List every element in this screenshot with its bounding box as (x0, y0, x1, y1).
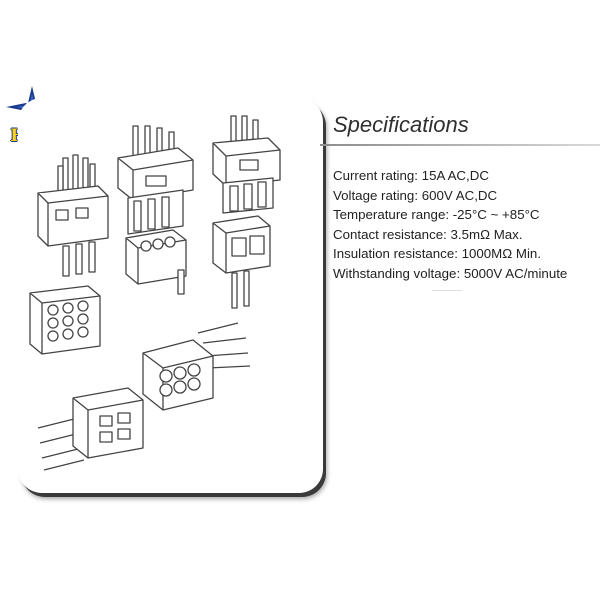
wired-receptacle-lower-right (142, 322, 251, 411)
spec-contact-resistance: Contact resistance: 3.5mΩ Max. (333, 226, 523, 242)
connector-illustration (29, 115, 281, 471)
plug-connector-top-right (212, 115, 281, 214)
spec-current-rating: Current rating: 15A AC,DC (333, 168, 489, 183)
title-divider (320, 144, 600, 146)
receptacle-connector-center (125, 229, 187, 295)
spec-temperature-range: Temperature range: -25°C ~ +85°C (333, 207, 540, 222)
plug-connector-top-left (37, 154, 109, 277)
spec-insulation-resistance: Insulation resistance: 1000MΩ Min. (333, 246, 542, 261)
section-title: Specifications (333, 112, 469, 137)
latched-connector-right (212, 215, 271, 309)
spec-withstanding-voltage: Withstanding voltage: 5000V AC/minute (333, 265, 568, 281)
plug-connector-top-center (117, 125, 194, 235)
wired-plug-bottom-left (37, 387, 144, 471)
specifications-list: Current rating: 15A AC,DC Voltage rating… (333, 166, 567, 283)
housing-face-left (29, 285, 101, 355)
list-divider (432, 290, 462, 291)
spec-voltage-rating: Voltage rating: 600V AC,DC (333, 187, 498, 203)
